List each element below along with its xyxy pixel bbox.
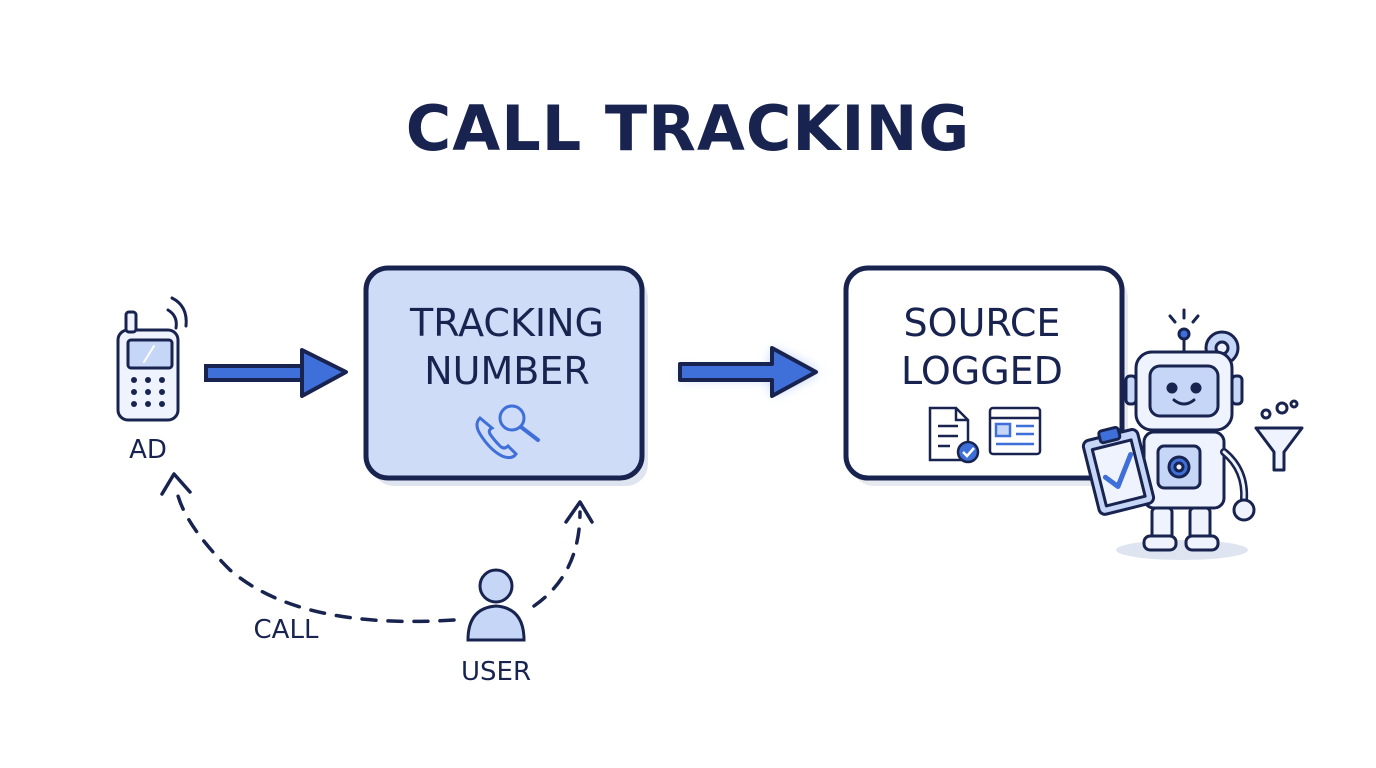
call-label: CALL bbox=[254, 615, 319, 645]
source-logged-box bbox=[843, 265, 1128, 486]
arrow-ad-to-tracking bbox=[204, 348, 348, 398]
browser-window-icon bbox=[988, 406, 1042, 456]
dashed-user-to-tracking-path bbox=[532, 510, 582, 608]
diagram-title: CALL TRACKING bbox=[406, 92, 971, 165]
arrowhead-to-ad bbox=[160, 472, 192, 496]
user-label: USER bbox=[461, 657, 531, 687]
ad-label: AD bbox=[129, 435, 167, 465]
phone-search-icon bbox=[475, 404, 540, 460]
mobile-phone-icon bbox=[116, 296, 188, 422]
dashed-call-path bbox=[174, 484, 456, 624]
source-line2: LOGGED bbox=[901, 349, 1063, 393]
tracking-line1: TRACKING bbox=[409, 301, 604, 345]
document-check-icon bbox=[928, 406, 980, 464]
arrow-tracking-to-source bbox=[678, 346, 818, 398]
user-icon bbox=[466, 568, 526, 642]
tracking-number-box bbox=[363, 265, 648, 486]
tracking-line2: NUMBER bbox=[424, 349, 590, 393]
robot-with-clipboard-icon bbox=[1081, 308, 1304, 560]
arrowhead-to-tracking bbox=[564, 500, 594, 524]
source-line1: SOURCE bbox=[904, 301, 1061, 345]
